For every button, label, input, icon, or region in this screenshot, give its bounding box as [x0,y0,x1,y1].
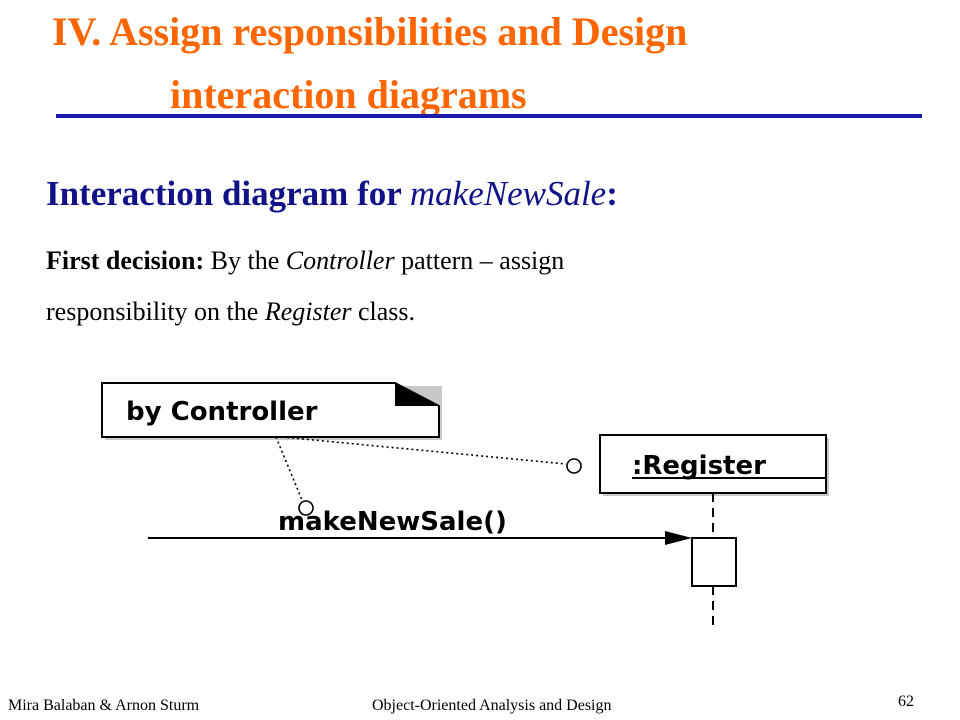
slide-title-line-2: interaction diagrams [170,72,527,117]
lifeline-box [599,434,827,494]
note-anchor-to-register [281,436,567,465]
controller-term: Controller [285,246,395,275]
message-arrowhead [665,531,692,545]
message-label: makeNewSale() [278,507,507,537]
body-line-2: responsibility on the Register class. [46,299,415,325]
note-label: by Controller [126,397,318,427]
anchor-end-message [298,500,314,516]
heading-suffix: : [606,174,618,213]
body-text-segment: class. [351,297,416,326]
lifeline-label: :Register [632,451,766,481]
section-heading: Interaction diagram for makeNewSale: [46,176,618,211]
footer-course-title: Object-Oriented Analysis and Design [372,697,612,714]
body-text-segment: By the [204,246,286,275]
note-anchor-to-message [275,436,303,501]
slide-title-line-1: IV. Assign responsibilities and Design [52,9,688,54]
body-text-segment: responsibility on the [46,297,265,326]
register-lifeline-head: :Register [599,434,829,496]
register-term: Register [264,297,352,326]
anchor-end-register [566,458,582,474]
footer-authors: Mira Balaban & Arnon Sturm [8,697,200,714]
body-text-segment: pattern – assign [394,246,565,275]
note-folded-corner [395,383,439,406]
note-box [101,382,440,438]
title-underline [56,114,922,118]
heading-prefix: Interaction diagram for [46,174,410,213]
first-decision-label: First decision: [46,246,205,275]
heading-emphasis: makeNewSale [409,174,607,213]
controller-note: by Controller [101,382,442,440]
page-number: 62 [898,693,914,710]
body-line-1: First decision: By the Controller patter… [46,248,564,274]
activation-bar [691,537,737,587]
